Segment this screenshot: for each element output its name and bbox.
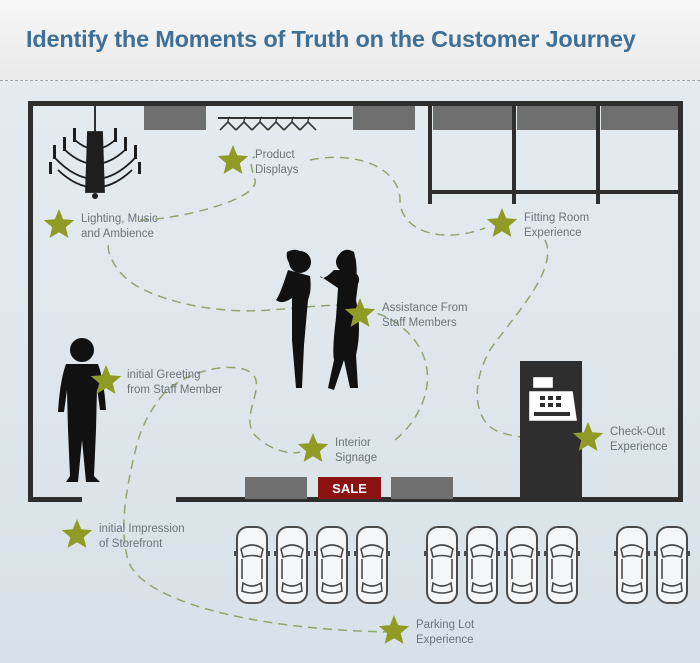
checkout-counter — [520, 361, 582, 497]
moment-label-line-1: Check-Out — [610, 426, 666, 438]
star-icon — [43, 209, 75, 238]
moment-label-line-2: Signage — [335, 452, 377, 464]
star-icon — [217, 145, 249, 174]
car-icon — [233, 526, 271, 604]
store-walls — [28, 101, 683, 502]
moment-label-line-2: Experience — [610, 441, 668, 453]
moment-greeting: initial Greeting from Staff Member — [90, 365, 222, 396]
header-bar: Identify the Moments of Truth on the Cus… — [0, 0, 700, 81]
shopper-silhouettes — [276, 249, 360, 390]
car-icon — [653, 526, 691, 604]
moment-label-line-2: Experience — [524, 227, 582, 239]
moment-label-line-1: Lighting, Music — [81, 213, 158, 225]
staff-silhouette — [58, 338, 106, 482]
moment-label-line-2: from Staff Member — [127, 384, 222, 396]
star-icon — [486, 208, 518, 237]
customer-path — [107, 156, 571, 633]
moment-label-line-1: Parking Lot — [416, 619, 475, 631]
star-icon — [344, 298, 376, 327]
car-icon — [423, 526, 461, 604]
car-icon — [463, 526, 501, 604]
moment-label-line-1: Assistance From — [382, 302, 468, 314]
car-icon — [543, 526, 581, 604]
car-icon — [613, 526, 651, 604]
moment-label-line-1: Fitting Room — [524, 212, 589, 224]
wall-shelves — [144, 106, 678, 130]
star-icon — [297, 433, 329, 462]
moment-label-line-2: Displays — [255, 164, 299, 176]
page-title: Identify the Moments of Truth on the Cus… — [26, 26, 636, 52]
moment-label-line-1: initial Greeting — [127, 369, 201, 381]
star-icon — [572, 422, 604, 451]
moment-lighting: Lighting, Music and Ambience — [43, 209, 158, 240]
car-icon — [313, 526, 351, 604]
moment-label-line-2: Experience — [416, 634, 474, 646]
car-icon — [273, 526, 311, 604]
fitting-rooms — [428, 106, 678, 204]
moment-storefront: initial Impression of Storefront — [61, 519, 185, 550]
clothes-rack-icon — [218, 116, 352, 131]
star-icon — [90, 365, 122, 394]
entrance-displays: SALE — [245, 477, 453, 499]
sale-sign-text: SALE — [332, 481, 367, 496]
chandelier-icon — [49, 106, 141, 199]
moment-label-line-2: of Storefront — [99, 538, 163, 550]
moment-label-line-1: Interior — [335, 437, 371, 449]
parking-lot-cars — [233, 526, 691, 604]
car-icon — [353, 526, 391, 604]
star-icon — [61, 519, 93, 548]
star-icon — [378, 615, 410, 644]
moment-label-line-1: initial Impression — [99, 523, 185, 535]
car-icon — [503, 526, 541, 604]
moment-label-line-2: Staff Members — [382, 317, 457, 329]
cash-register-icon — [529, 377, 577, 421]
moment-label-line-2: and Ambience — [81, 228, 154, 240]
moment-label-line-1: Product — [255, 149, 295, 161]
